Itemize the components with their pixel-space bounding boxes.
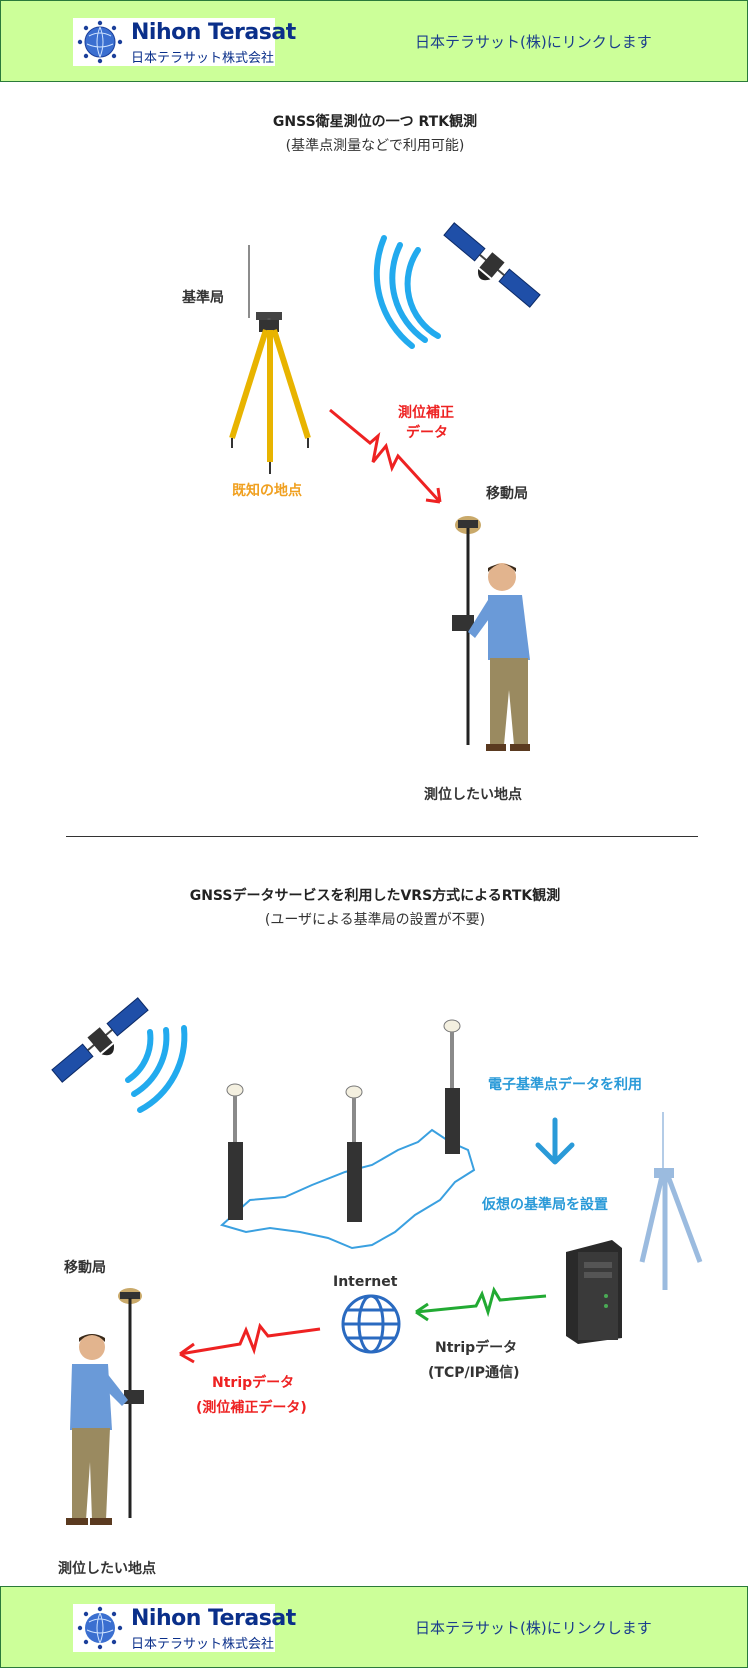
- cors-station-icon-3: [443, 1019, 461, 1154]
- logo-brand-text-footer: Nihon Terasat: [131, 1606, 296, 1631]
- virtual-base-label: 仮想の基準局を設置: [482, 1197, 608, 1213]
- section1-title: GNSS衛星測位の一つ RTK観測: [272, 114, 478, 130]
- cors-station-icon: [226, 1083, 244, 1220]
- internet-label: Internet: [333, 1274, 398, 1290]
- ntrip-correction-arrow-icon: [179, 1322, 321, 1364]
- company-link[interactable]: 日本テラサット(株)にリンクします: [415, 33, 652, 51]
- header-banner[interactable]: Nihon Terasat 日本テラサット株式会社 日本テラサット(株)にリンク…: [0, 0, 748, 82]
- tcpip-label: (TCP/IP通信): [428, 1365, 520, 1381]
- section1-subtitle: (基準点測量などで利用可能): [285, 138, 465, 154]
- logo-brand-text: Nihon Terasat: [131, 20, 296, 45]
- satellite-icon: [443, 222, 541, 308]
- base-station-label: 基準局: [182, 290, 224, 306]
- footer-banner[interactable]: Nihon Terasat 日本テラサット株式会社 日本テラサット(株)にリンク…: [0, 1586, 748, 1668]
- logo-brand-jp-text: 日本テラサット株式会社: [131, 51, 275, 66]
- correction-label-2: データ: [406, 425, 448, 441]
- cors-data-label: 電子基準点データを利用: [488, 1077, 642, 1093]
- target-point-label: 測位したい地点: [424, 787, 522, 803]
- company-logo[interactable]: Nihon Terasat 日本テラサット株式会社: [73, 18, 296, 66]
- target-point-label-2: 測位したい地点: [58, 1561, 156, 1577]
- section2-subtitle: (ユーザによる基準局の設置が不要): [264, 912, 486, 928]
- satellite-icon-2: [51, 997, 149, 1083]
- correction-label-1: 測位補正: [398, 405, 454, 421]
- japan-map-icon: [219, 1128, 476, 1250]
- rover-surveyor-icon: [452, 516, 530, 751]
- logo-brand-jp-text-footer: 日本テラサット株式会社: [131, 1637, 275, 1652]
- ntrip-correction-label-1: Ntripデータ: [212, 1375, 295, 1391]
- rover-label: 移動局: [486, 486, 528, 502]
- ntrip-data-arrow-icon: [415, 1286, 547, 1322]
- rover-label-2: 移動局: [64, 1260, 106, 1276]
- ntrip-label: Ntripデータ: [435, 1340, 518, 1356]
- virtual-base-tripod-icon: [639, 1112, 703, 1290]
- server-icon: [566, 1240, 622, 1344]
- down-arrow-icon: [535, 1117, 575, 1165]
- section2-title: GNSSデータサービスを利用したVRS方式によるRTK観測: [189, 888, 561, 904]
- section-divider: [66, 836, 698, 837]
- cors-station-icon-2: [345, 1085, 363, 1222]
- rover-surveyor-icon-2: [66, 1288, 144, 1525]
- globe-logo-icon: [77, 20, 123, 64]
- base-station-tripod-icon: [229, 245, 311, 474]
- signal-waves-icon-2: [125, 1025, 188, 1113]
- internet-globe-icon: [341, 1294, 401, 1354]
- ntrip-correction-label-2: (測位補正データ): [196, 1400, 307, 1416]
- globe-logo-icon-footer: [77, 1606, 123, 1650]
- signal-waves-icon: [373, 235, 441, 349]
- company-link-footer[interactable]: 日本テラサット(株)にリンクします: [415, 1619, 652, 1637]
- company-logo-footer[interactable]: Nihon Terasat 日本テラサット株式会社: [73, 1604, 296, 1652]
- known-point-label: 既知の地点: [232, 483, 302, 499]
- correction-signal-arrow-icon: [329, 408, 442, 504]
